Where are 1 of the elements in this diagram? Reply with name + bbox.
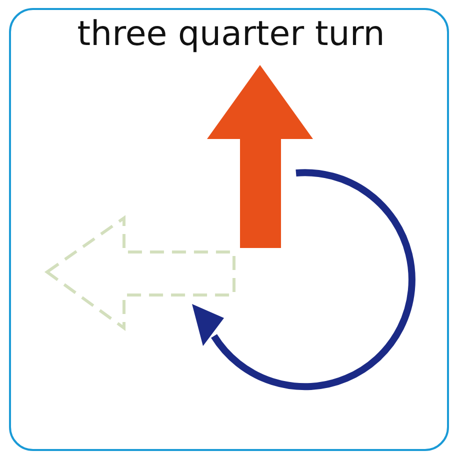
title: three quarter turn — [76, 14, 386, 54]
